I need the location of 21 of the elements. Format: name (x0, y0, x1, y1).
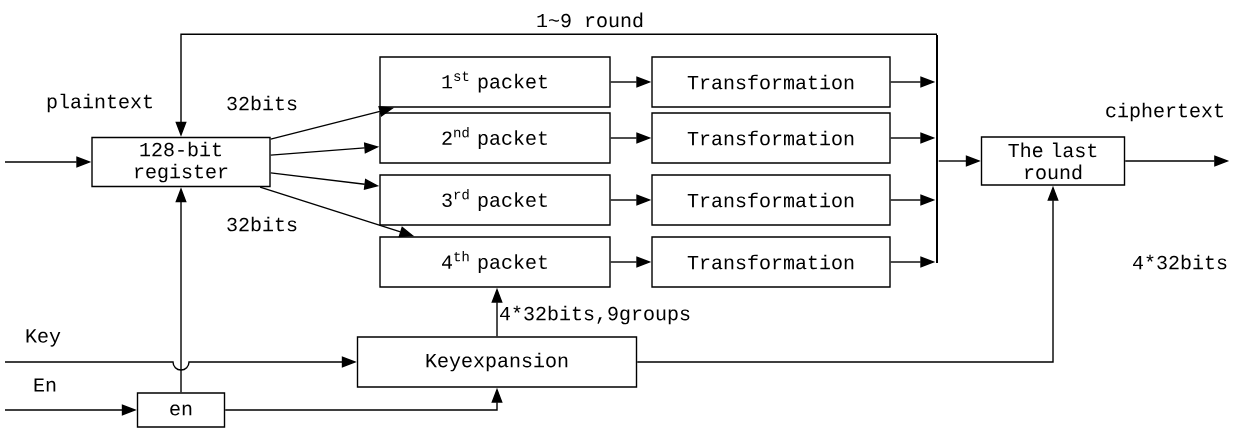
process-box: 2$^{nd}$ packet (379, 112, 611, 164)
process-box: Transformation (651, 174, 891, 226)
process-box: The last round (980, 136, 1126, 186)
edge-label: ciphertext (1106, 102, 1223, 122)
edge-label: Key (26, 329, 61, 347)
edge-label: 32bits (227, 95, 297, 111)
edge-label: 4*32bits (1133, 254, 1227, 270)
edge-label: 32bits (227, 216, 297, 232)
edge-label: 1~9 round (537, 12, 643, 28)
process-box: 1$^{st}$ packet (379, 56, 611, 108)
process-box: Transformation (651, 56, 891, 108)
process-box: 4$^{th}$ packet (379, 236, 611, 288)
process-box: Transformation (651, 112, 891, 164)
edge-label: En (34, 378, 56, 392)
edge-label: plaintext (47, 93, 152, 113)
register-box: 128-bit register (91, 136, 271, 188)
process-box: en (136, 392, 226, 428)
process-box: Transformation (651, 236, 891, 288)
process-box: 3$^{rd}$ packet (379, 174, 611, 226)
process-box: Keyexpansion (356, 336, 638, 388)
edge-label: 4*32bits,9groups (500, 305, 690, 325)
